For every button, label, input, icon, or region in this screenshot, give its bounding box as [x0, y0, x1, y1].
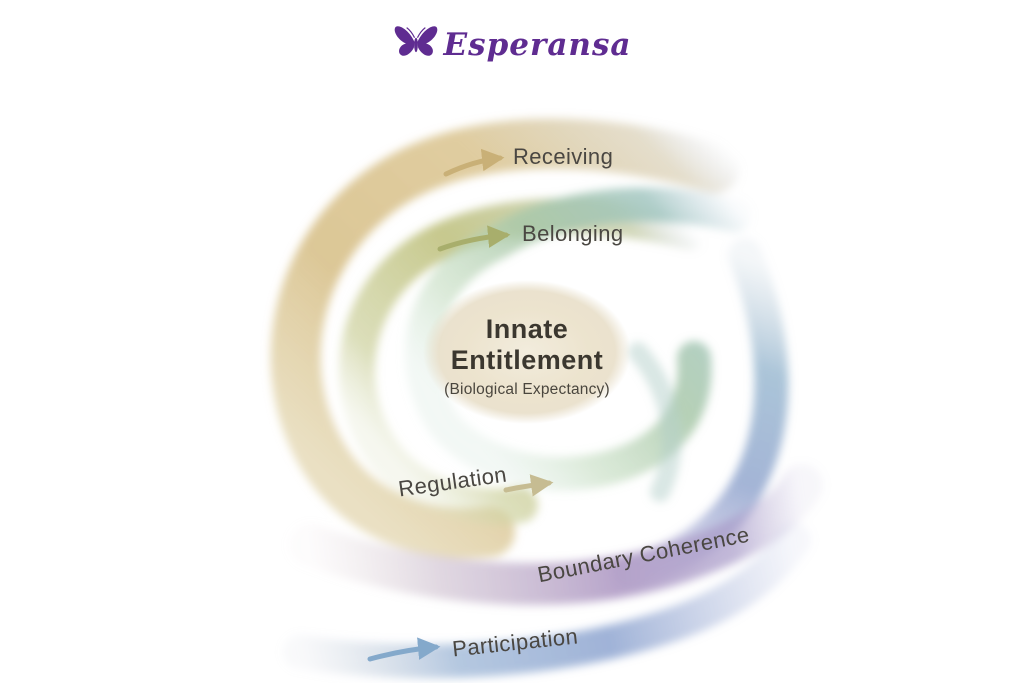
arrow-regulation: [503, 474, 554, 497]
band-purple: [289, 464, 823, 605]
center-title-line2: Entitlement: [450, 345, 604, 376]
center-title-line1: Innate: [485, 314, 569, 344]
band-inner-accent: [628, 342, 682, 502]
band-teal: [405, 187, 752, 491]
brand-name: Esperansa: [443, 26, 632, 63]
band-bottom-blue: [283, 523, 811, 679]
center-disc: [423, 280, 631, 424]
arrow-participation: [367, 637, 441, 662]
band-gold: [270, 118, 740, 559]
label-receiving: Receiving: [513, 144, 614, 169]
arrow-belonging: [437, 225, 511, 252]
center-label: Innate Entitlement (Biological Expectanc…: [444, 314, 610, 399]
center-subtitle: (Biological Expectancy): [444, 381, 610, 399]
label-belonging: Belonging: [522, 221, 624, 246]
flow-arrows: [367, 148, 554, 662]
butterfly-icon: [393, 20, 439, 69]
spiral-bands: [270, 118, 823, 679]
brand-logo: Esperansa: [0, 20, 1024, 69]
arrow-receiving: [443, 148, 505, 177]
